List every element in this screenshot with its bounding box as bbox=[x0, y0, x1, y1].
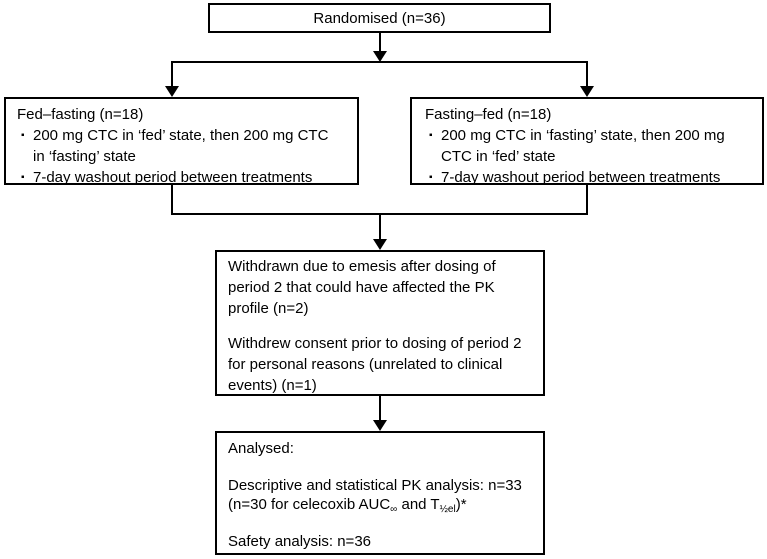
box-fasting-fed: Fasting–fed (n=18) ▪ 200 mg CTC in ‘fast… bbox=[410, 97, 764, 188]
pk-detail-post: )* bbox=[455, 495, 467, 513]
pk-analysis-detail: (n=30 for celecoxib AUC∞ and T½el)* bbox=[228, 496, 539, 515]
arrow-down-icon bbox=[165, 86, 179, 97]
box-fed-fasting: Fed–fasting (n=18) ▪ 200 mg CTC in ‘fed’… bbox=[4, 97, 359, 188]
list-item-text: CTC in ‘fed’ state bbox=[441, 148, 556, 165]
arrow-down-icon bbox=[373, 51, 387, 62]
list-item: ▪ 200 mg CTC in ‘fed’ state, then 200 mg… bbox=[17, 125, 351, 167]
t-half-el-subscript: ½el bbox=[439, 503, 456, 515]
box-withdrawn: Withdrawn due to emesis after dosing of … bbox=[215, 250, 545, 396]
box-randomised: Randomised (n=36) bbox=[208, 3, 551, 33]
randomised-label: Randomised (n=36) bbox=[313, 9, 446, 27]
bullet-square-icon: ▪ bbox=[429, 130, 433, 141]
fasting-fed-title: Fasting–fed (n=18) bbox=[425, 106, 552, 123]
fed-fasting-title: Fed–fasting (n=18) bbox=[17, 106, 144, 123]
arrow-down-icon bbox=[580, 86, 594, 97]
connector-left-merge-shaft bbox=[171, 185, 173, 213]
list-item: ▪ 7-day washout period between treatment… bbox=[425, 167, 756, 188]
connector-left-branch-shaft bbox=[171, 63, 173, 87]
auc-infinity-subscript: ∞ bbox=[390, 503, 398, 515]
list-item-text: 200 mg CTC in ‘fed’ state, then 200 mg C… bbox=[33, 127, 329, 144]
list-item-text: 7-day washout period between treatments bbox=[33, 169, 313, 186]
bullet-square-icon: ▪ bbox=[21, 172, 25, 183]
blank-line bbox=[228, 459, 539, 478]
box-analysed: Analysed: Descriptive and statistical PK… bbox=[215, 431, 545, 555]
list-item: ▪ 200 mg CTC in ‘fasting’ state, then 20… bbox=[425, 125, 756, 167]
pk-detail-mid: and T bbox=[397, 495, 440, 513]
arrow-down-icon bbox=[373, 239, 387, 250]
list-item-text: 200 mg CTC in ‘fasting’ state, then 200 … bbox=[441, 127, 725, 144]
withdrew-consent-text: Withdrew consent prior to dosing of peri… bbox=[228, 335, 522, 394]
connector-right-merge-shaft bbox=[586, 185, 588, 213]
safety-analysis-text: Safety analysis: n=36 bbox=[228, 532, 372, 550]
connector-merge-shaft bbox=[379, 215, 381, 240]
blank-line bbox=[228, 514, 539, 533]
analysed-title: Analysed: bbox=[228, 440, 294, 457]
list-item-text: 7-day washout period between treatments bbox=[441, 169, 721, 186]
arrow-down-icon bbox=[373, 420, 387, 431]
withdrawn-emesis-text: Withdrawn due to emesis after dosing of … bbox=[228, 258, 496, 317]
connector-randomised-shaft bbox=[379, 33, 381, 52]
connector-right-branch-shaft bbox=[586, 63, 588, 87]
bullet-square-icon: ▪ bbox=[21, 130, 25, 141]
connector-split-horizontal bbox=[171, 61, 588, 63]
connector-analysed-shaft bbox=[379, 396, 381, 421]
list-item: ▪ 7-day washout period between treatment… bbox=[17, 167, 351, 188]
pk-detail-pre: (n=30 for celecoxib AUC bbox=[228, 495, 391, 513]
pk-analysis-text: Descriptive and statistical PK analysis:… bbox=[228, 477, 522, 494]
connector-merge-horizontal bbox=[171, 213, 588, 215]
bullet-square-icon: ▪ bbox=[429, 172, 433, 183]
list-item-text: in ‘fasting’ state bbox=[33, 148, 136, 165]
